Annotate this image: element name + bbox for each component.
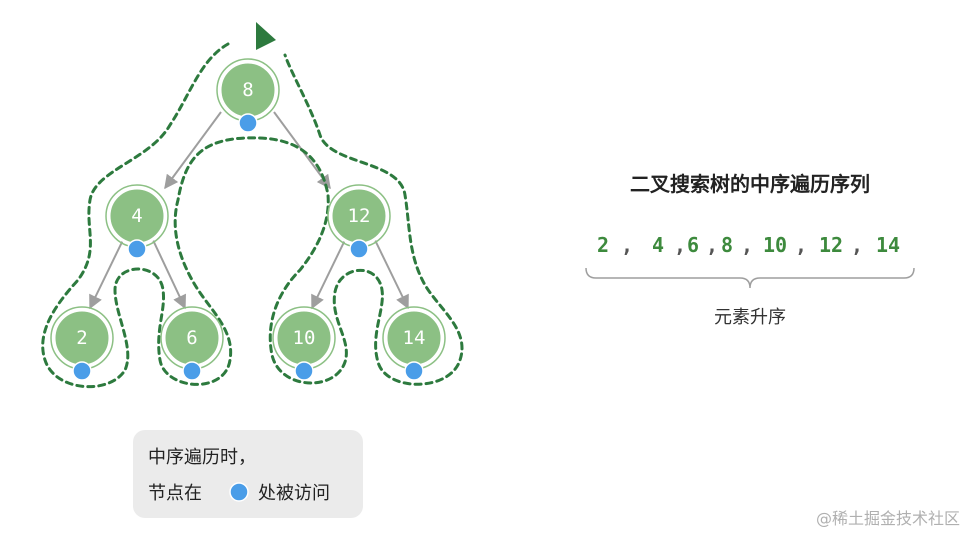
watermark: @稀土掘金技术社区	[816, 509, 960, 528]
traversal-path	[41, 42, 464, 389]
sequence-separator: ,	[621, 233, 633, 257]
legend-visit-dot-icon	[229, 482, 249, 502]
tree-nodes: 8 4 12 2 6 10 14	[50, 58, 446, 381]
sequence-values: 2,4,6,8,10,12,14	[597, 233, 900, 257]
sequence-separator: ,	[795, 233, 807, 257]
edge-4-2	[89, 239, 124, 310]
node-label: 12	[348, 205, 371, 227]
path-start-arrow-icon	[256, 22, 276, 50]
sequence-separator: ,	[674, 233, 686, 257]
visit-dot-icon	[294, 361, 314, 381]
tree-node-14: 14	[382, 306, 446, 381]
sequence-separator: ,	[851, 233, 863, 257]
visit-dot-icon	[127, 239, 147, 259]
node-label: 4	[131, 205, 142, 227]
sequence-value: 2	[597, 233, 609, 257]
visit-dot-icon	[238, 113, 258, 133]
sequence-value: 14	[876, 233, 900, 257]
tree-node-6: 6	[160, 306, 224, 381]
visit-dot-icon	[404, 361, 424, 381]
sequence-title: 二叉搜索树的中序遍历序列	[630, 172, 870, 196]
legend-line2-before: 节点在	[148, 483, 202, 504]
sequence-value: 10	[763, 233, 787, 257]
legend-line1: 中序遍历时，	[148, 447, 256, 468]
node-label: 14	[403, 327, 426, 349]
tree-node-12: 12	[327, 184, 391, 259]
edge-12-14	[374, 239, 409, 310]
visit-dot-icon	[349, 239, 369, 259]
node-label: 2	[76, 327, 87, 349]
visit-dot-icon	[72, 361, 92, 381]
node-label: 10	[293, 327, 316, 349]
sequence-separator: ,	[741, 233, 753, 257]
brace-label: 元素升序	[714, 307, 786, 328]
sequence-brace	[585, 267, 915, 289]
sequence-value: 12	[819, 233, 843, 257]
legend-box: 中序遍历时， 节点在 处被访问	[133, 430, 363, 518]
tree-node-4: 4	[105, 184, 169, 259]
tree-edges	[89, 111, 409, 310]
tree-node-2: 2	[50, 306, 114, 381]
node-label: 6	[186, 327, 197, 349]
node-label: 8	[242, 79, 253, 101]
legend-line2-after: 处被访问	[258, 483, 330, 504]
tree-node-8: 8	[216, 58, 280, 133]
edge-12-10	[311, 239, 346, 310]
edge-4-6	[152, 239, 186, 310]
sequence-value: 6	[687, 233, 699, 257]
edge-8-4	[164, 111, 222, 190]
sequence-separator: ,	[706, 233, 718, 257]
sequence-value: 4	[652, 233, 664, 257]
visit-dot-icon	[182, 361, 202, 381]
tree-node-10: 10	[272, 306, 336, 381]
sequence-value: 8	[721, 233, 733, 257]
